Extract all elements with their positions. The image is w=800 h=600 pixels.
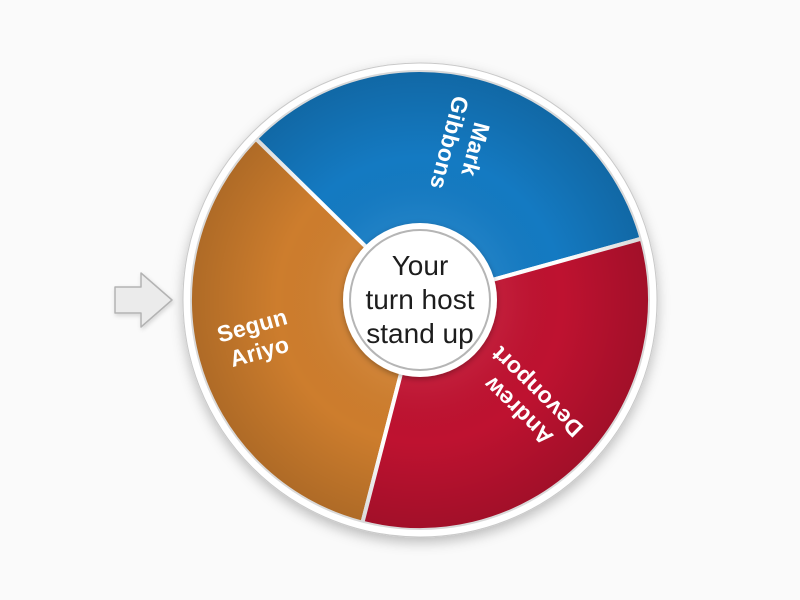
pointer-arrow-icon bbox=[114, 272, 173, 328]
wheel-hub[interactable] bbox=[349, 229, 491, 371]
wheel[interactable] bbox=[182, 62, 658, 538]
